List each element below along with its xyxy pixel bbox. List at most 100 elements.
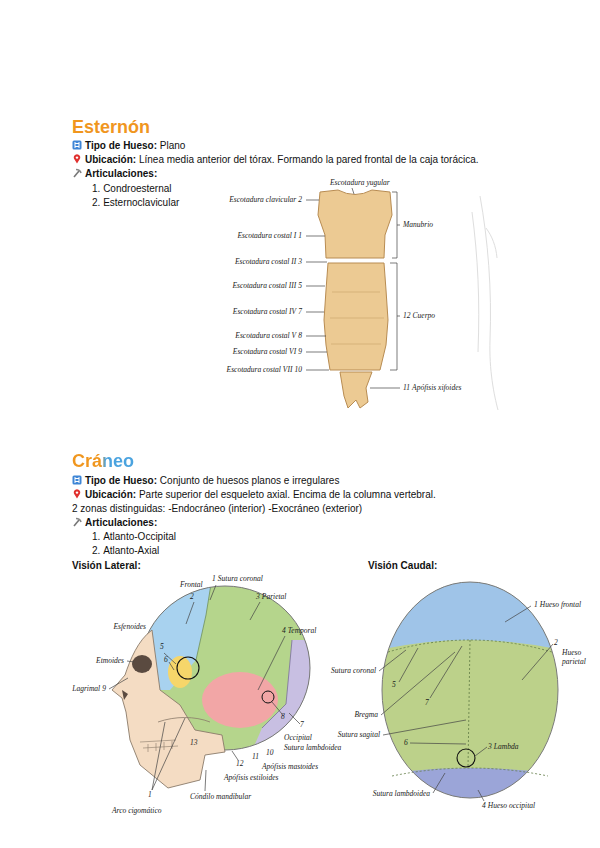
part-label: Escotadura costal I1	[237, 231, 302, 240]
label-text: Sutura sagital	[338, 730, 380, 739]
label-text: 11	[403, 383, 410, 392]
label-text: Apófisis mastoides	[262, 762, 318, 771]
figure-part	[186, 602, 194, 624]
label-text: Hueso frontal	[540, 600, 581, 609]
bullet-icon	[72, 140, 82, 150]
callout-number: 5	[392, 680, 396, 689]
part-label: 11Apófisis xifoides	[403, 383, 461, 392]
callout-number: 5	[392, 680, 396, 689]
part-label: Escotadura costal II3	[235, 257, 302, 266]
label-text: Esternoclavicular	[103, 197, 179, 208]
figure-part	[202, 672, 278, 728]
part-label: 12Cuerpo	[403, 311, 435, 320]
label-text: 5	[298, 281, 302, 290]
bullet-icon	[72, 154, 82, 164]
label-text: Apófisis xifoides	[412, 383, 461, 392]
figure-part	[340, 372, 372, 408]
callout-number: 2	[554, 638, 558, 647]
figure-part	[381, 652, 455, 715]
label-text: Hueso parietal	[562, 648, 586, 666]
callout-number: 7	[300, 720, 304, 729]
list-item: 2.Atlanto-Axial	[92, 545, 159, 557]
icon-part	[74, 489, 80, 498]
info-line: Articulaciones:	[72, 168, 157, 180]
part-label: Frontal	[180, 580, 203, 589]
figure-part	[383, 720, 466, 735]
figure-part	[486, 228, 497, 258]
info-line: Ubicación:Línea media anterior del tórax…	[72, 154, 479, 166]
field-name: Ubicación:	[85, 154, 136, 165]
field-name: Articulaciones:	[85, 517, 157, 528]
label-text: Lagrimal	[72, 684, 100, 693]
figure-part	[480, 196, 498, 410]
figure-heading: Visión Lateral:	[72, 560, 141, 572]
figure-part	[177, 657, 199, 679]
list-item: 1.Atlanto-Occipital	[92, 531, 176, 543]
part-label: Escotadura costal VI9	[233, 347, 302, 356]
part-label: Sutura lambdoidea	[284, 743, 341, 752]
callout-number: 7	[425, 698, 429, 707]
figure-part	[210, 585, 216, 600]
part-label: 1Sutura coronal	[212, 574, 263, 583]
label-text: 4	[482, 801, 486, 810]
part-label: Esfenoides	[114, 622, 147, 631]
callout-number: 7	[425, 698, 429, 707]
label-text: Escotadura costal II	[235, 257, 296, 266]
part-label: Cóndilo mandibular	[190, 792, 251, 801]
section-heading: Esternón	[72, 116, 150, 138]
part-label: Hueso parietal	[562, 648, 596, 666]
figure-part	[306, 312, 324, 313]
callout-number: 13	[190, 738, 198, 747]
figure-part	[382, 582, 558, 798]
label-text: 1.	[92, 531, 100, 542]
label-text: Frontal	[180, 580, 203, 589]
figure-part	[370, 768, 570, 805]
label-text: Manubrio	[403, 220, 433, 229]
label-text: Sutura lambdoidea	[373, 789, 430, 798]
callout-number: 10	[266, 748, 274, 757]
callout-number: 2	[190, 592, 194, 601]
figure-part	[306, 262, 327, 263]
callout-number: 12	[236, 759, 244, 768]
figure-part	[258, 636, 285, 690]
figure-part	[306, 286, 325, 287]
callout-number: 6	[164, 655, 168, 664]
callout-number: 1	[148, 790, 152, 799]
part-label: Escotadura clavicular2	[229, 195, 302, 204]
label-text: Esternón	[72, 117, 150, 137]
figure-part	[472, 212, 479, 352]
info-line: Tipo de Hueso:Conjunto de huesos planos …	[72, 475, 339, 487]
callout-number: 2	[190, 592, 194, 601]
figure-part	[132, 655, 152, 673]
part-label: Manubrio	[403, 220, 433, 229]
torso-sketch	[472, 196, 498, 410]
callout-number: 13	[190, 738, 198, 747]
part-label: Bregma	[355, 710, 378, 719]
part-label: Escotadura costal V8	[235, 331, 302, 340]
icon-part	[75, 142, 79, 148]
figure-part	[127, 661, 134, 662]
part-label: 1Hueso frontal	[534, 600, 581, 609]
label-text: 2.	[92, 197, 100, 208]
icon-part	[73, 476, 82, 485]
figure-part	[505, 606, 531, 622]
figure-part	[392, 192, 400, 258]
callout-number: 1	[148, 790, 152, 799]
icon-part	[76, 156, 78, 158]
callout-number: 5	[160, 642, 164, 651]
figure-part	[112, 630, 225, 788]
figure-part	[152, 718, 185, 790]
figure-part	[522, 644, 553, 680]
label-text: 9	[102, 684, 106, 693]
label-text: 9	[298, 347, 302, 356]
part-label: Apófisis mastoides	[262, 762, 318, 771]
part-label: Apófisis estiloides	[224, 773, 278, 782]
label-text: 10	[295, 365, 303, 374]
icon-part	[75, 477, 79, 483]
figure-part	[370, 388, 400, 389]
part-label: Occipital	[284, 733, 312, 742]
bullet-icon	[72, 517, 82, 527]
label-text: 7	[298, 307, 302, 316]
label-text: Parte superior del esqueleto axial. Enci…	[139, 489, 436, 500]
label-text: Sutura coronal	[331, 666, 376, 675]
